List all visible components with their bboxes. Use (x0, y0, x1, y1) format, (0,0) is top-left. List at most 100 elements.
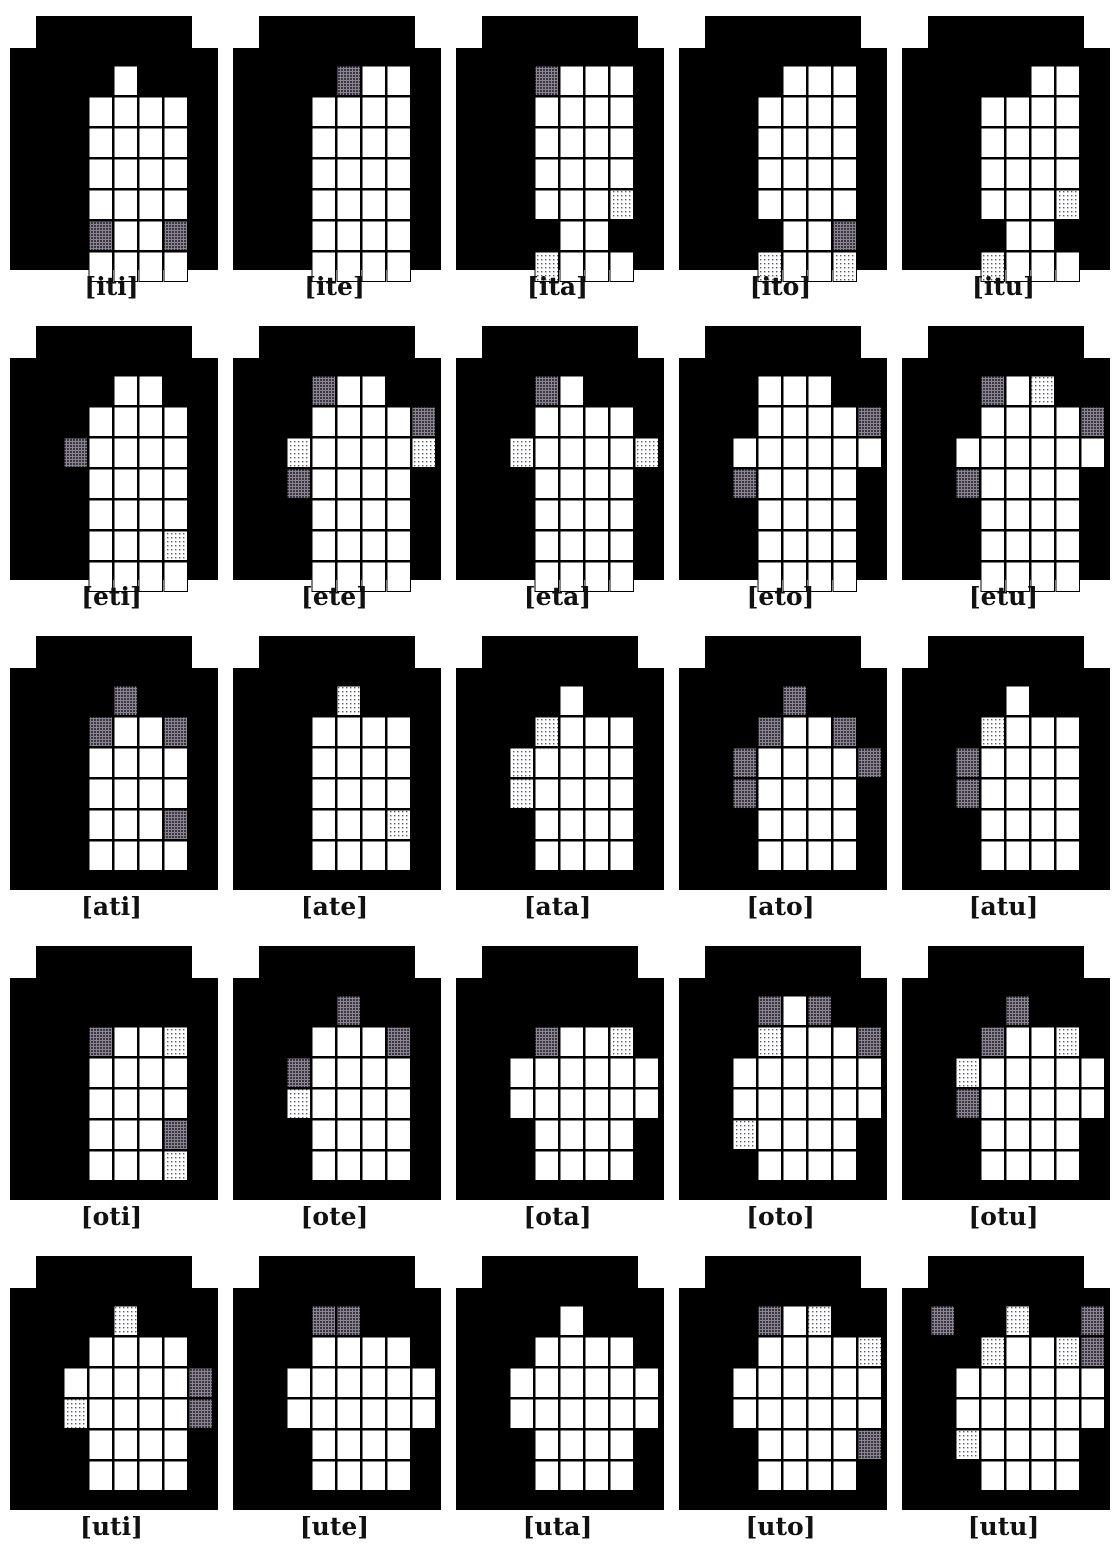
contact-cell-none (1081, 1089, 1105, 1119)
contact-cell-none (783, 376, 807, 406)
contact-cell-none (362, 531, 386, 561)
contact-cell-none (808, 407, 832, 437)
contact-cell-none (1056, 1089, 1080, 1119)
palatogram-panel: [ete] (223, 310, 446, 620)
contact-cell-none (387, 1337, 411, 1367)
contact-cell-none (312, 1089, 336, 1119)
contact-cell-none (510, 1089, 534, 1119)
contact-cell-none (1006, 1120, 1030, 1150)
contact-cell-none (89, 128, 113, 158)
contact-cell-none (387, 1430, 411, 1460)
contact-cell-none (312, 1120, 336, 1150)
contact-cell-none (535, 1120, 559, 1150)
contact-cell-none (312, 1399, 336, 1429)
contact-cell-none (535, 1337, 559, 1367)
contact-cell-none (312, 97, 336, 127)
contact-cell-none (610, 407, 634, 437)
contact-cell-none (337, 159, 361, 189)
contact-cell-none (139, 1368, 163, 1398)
contact-cell-full (189, 1368, 213, 1398)
palatogram-diagram (456, 1246, 664, 1510)
contact-cell-none (635, 1058, 659, 1088)
contact-cell-none (1031, 841, 1055, 871)
contact-cell-none (560, 407, 584, 437)
contact-cell-none (1056, 841, 1080, 871)
contact-cell-partial (412, 438, 436, 468)
contact-cell-none (362, 779, 386, 809)
panel-label: [ute] (223, 1512, 446, 1541)
contact-cell-partial (337, 686, 361, 716)
contact-cell-none (585, 1027, 609, 1057)
contact-cell-none (387, 1120, 411, 1150)
contact-cell-none (833, 66, 857, 96)
contact-cell-none (337, 1430, 361, 1460)
contact-cell-none (758, 1058, 782, 1088)
contact-cell-none (139, 407, 163, 437)
contact-cell-none (808, 159, 832, 189)
contact-cell-none (585, 1058, 609, 1088)
contact-cell-none (114, 1368, 138, 1398)
contact-cell-none (535, 841, 559, 871)
contact-cell-none (535, 190, 559, 220)
contact-cell-none (783, 996, 807, 1026)
palatogram-panel: [oti] (0, 930, 223, 1240)
contact-cell-full (287, 1058, 311, 1088)
contact-cell-none (312, 779, 336, 809)
contact-cell-none (783, 810, 807, 840)
contact-cell-none (560, 779, 584, 809)
contact-cell-none (808, 717, 832, 747)
contact-cell-full (733, 469, 757, 499)
contact-cell-none (362, 221, 386, 251)
contact-cell-none (585, 748, 609, 778)
contact-cell-partial (1031, 376, 1055, 406)
contact-cell-none (1031, 500, 1055, 530)
contact-cell-none (362, 407, 386, 437)
contact-cell-none (164, 500, 188, 530)
panel-label: [ota] (446, 1202, 669, 1231)
palatogram-diagram (10, 936, 218, 1200)
panel-label: [oto] (669, 1202, 892, 1231)
contact-cell-none (981, 1058, 1005, 1088)
contact-cell-none (858, 1399, 882, 1429)
contact-cell-none (337, 1461, 361, 1491)
contact-cell-none (808, 1027, 832, 1057)
contact-cell-none (139, 531, 163, 561)
contact-cell-none (164, 779, 188, 809)
contact-cell-partial (287, 438, 311, 468)
contact-cell-none (1031, 1089, 1055, 1119)
contact-cell-none (560, 1027, 584, 1057)
contact-cell-none (89, 190, 113, 220)
contact-cell-none (139, 469, 163, 499)
contact-cell-none (89, 1368, 113, 1398)
palatogram-panel: [atu] (892, 620, 1115, 930)
contact-cell-none (312, 159, 336, 189)
palatogram-diagram (679, 6, 887, 270)
contact-cell-none (312, 748, 336, 778)
contact-cell-none (808, 190, 832, 220)
contact-cell-full (1081, 1306, 1105, 1336)
contact-cell-none (956, 1368, 980, 1398)
contact-cell-none (833, 841, 857, 871)
contact-cell-none (783, 190, 807, 220)
contact-cell-none (783, 1399, 807, 1429)
palatogram-diagram (679, 316, 887, 580)
contact-cell-none (635, 1368, 659, 1398)
contact-cell-none (560, 1306, 584, 1336)
contact-cell-none (1081, 1399, 1105, 1429)
palatogram-diagram (456, 6, 664, 270)
contact-cell-none (139, 717, 163, 747)
contact-cell-none (585, 1430, 609, 1460)
contact-cell-none (89, 810, 113, 840)
panel-label: [ito] (669, 272, 892, 301)
contact-cell-none (114, 810, 138, 840)
contact-cell-none (535, 469, 559, 499)
contact-cell-none (610, 66, 634, 96)
contact-cell-partial (510, 438, 534, 468)
contact-cell-full (956, 779, 980, 809)
contact-cell-none (114, 1399, 138, 1429)
contact-cell-none (535, 748, 559, 778)
contact-cell-full (89, 717, 113, 747)
contact-cell-none (89, 469, 113, 499)
panel-label: [ita] (446, 272, 669, 301)
contact-cell-none (1006, 779, 1030, 809)
